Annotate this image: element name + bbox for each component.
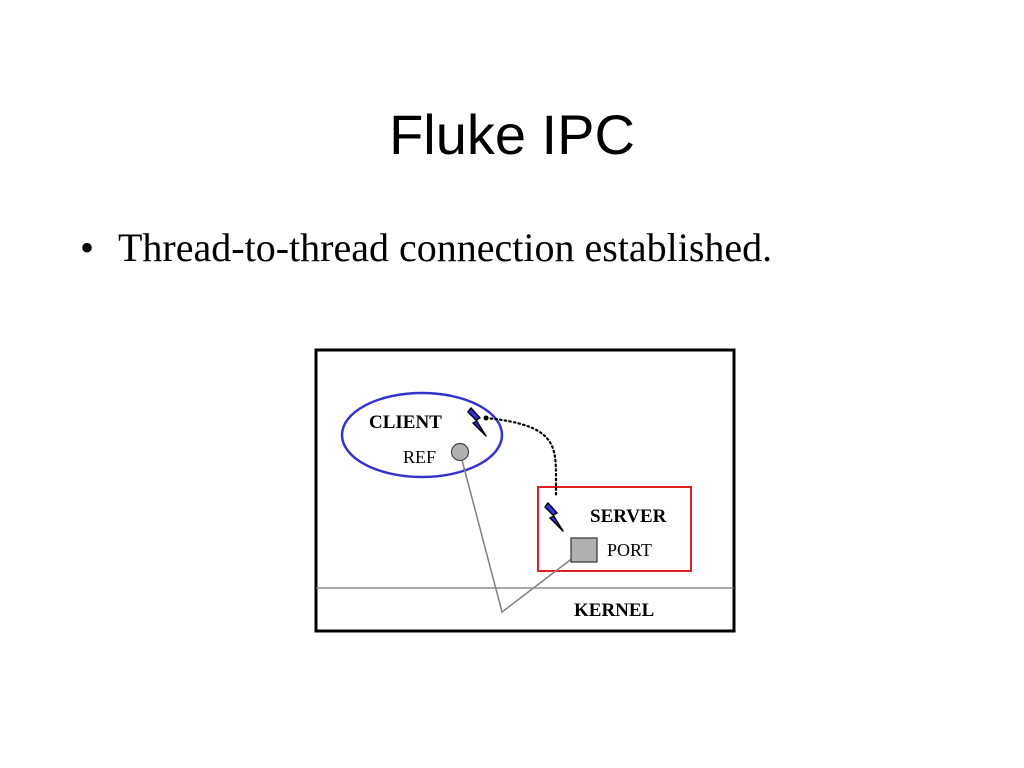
kernel-link-line [461,459,583,614]
lightning-bolt-icon [467,407,487,437]
server-label: SERVER [590,506,667,527]
thread-connection-endpoint [483,415,489,421]
kernel-label: KERNEL [574,600,654,621]
port-square-icon [570,537,598,563]
server-box [537,486,692,572]
client-label: CLIENT [369,412,442,433]
client-ellipse [340,391,504,479]
ref-label: REF [403,447,436,467]
thread-connection-dotted [484,416,558,499]
bullet-symbol: • [80,225,95,270]
port-label: PORT [607,540,652,560]
slide-title: Fluke IPC [389,103,635,166]
bullet-text: Thread-to-thread connection established. [118,225,773,270]
bullet-item: • Thread-to-thread connection established… [80,222,772,274]
ref-circle-icon [450,442,470,462]
diagram-frame [314,348,736,633]
lightning-bolt-icon [544,502,564,532]
